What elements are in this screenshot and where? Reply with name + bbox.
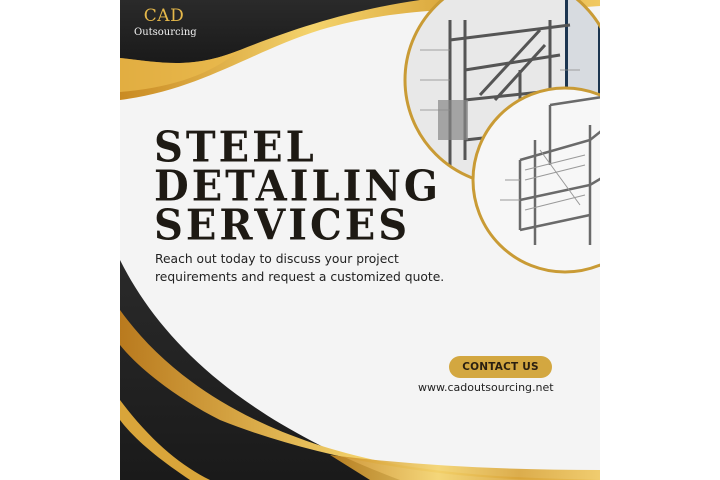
logo: CAD Outsourcing [134, 6, 197, 39]
website-link[interactable]: www.cadoutsourcing.net [418, 381, 554, 394]
headline-line-1: STEEL [154, 122, 317, 173]
description-line-1: Reach out today to discuss your project [155, 252, 399, 266]
contact-us-button[interactable]: CONTACT US [449, 356, 552, 378]
logo-subtitle: Outsourcing [134, 27, 197, 38]
poster: CAD Outsourcing STEEL DETAILING SERVICES… [120, 0, 600, 480]
decorative-waves [120, 0, 600, 480]
description-line-2: requirements and request a customized qu… [155, 270, 445, 284]
headline-line-3: SERVICES [154, 200, 411, 250]
description: Reach out today to discuss your project … [155, 250, 485, 286]
headline-line-2: DETAILING [154, 161, 442, 211]
page-title: STEEL DETAILING SERVICES [154, 122, 442, 250]
steel-structure-drawing-image [500, 93, 600, 245]
logo-brand: CAD [143, 6, 185, 26]
